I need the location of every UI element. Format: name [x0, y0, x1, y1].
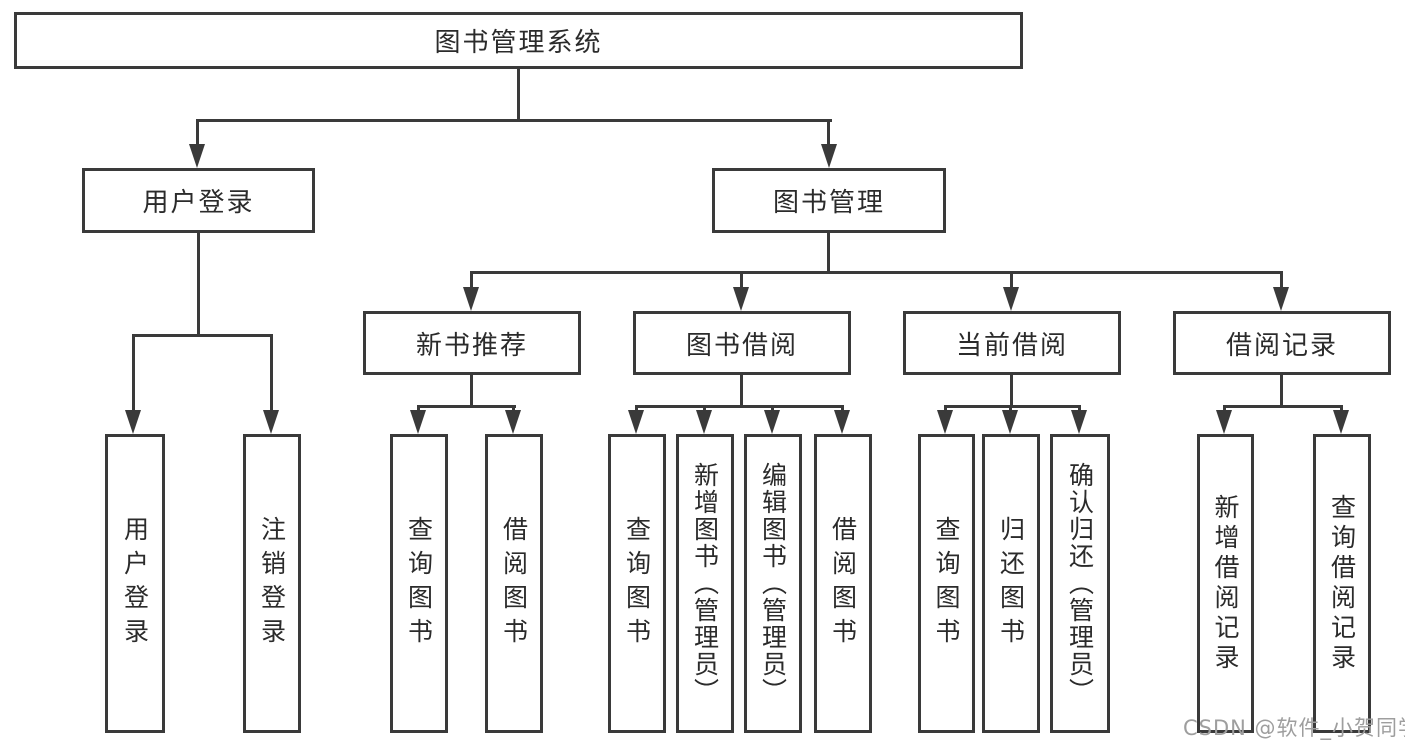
- node-label: 图书借阅: [685, 330, 798, 361]
- node-library-management-system: 图书管理系统: [14, 12, 1023, 69]
- leaf-add-borrow-record: 新增借阅记录: [1197, 434, 1254, 733]
- leaf-confirm-return-admin: 确认归还（管理员）: [1050, 434, 1110, 733]
- arrow-down-icon: [263, 410, 279, 434]
- leaf-add-books-admin: 新增图书（管理员）: [676, 434, 734, 733]
- node-label: 编辑图书（管理员）: [758, 462, 788, 705]
- node-user-login: 用户登录: [82, 168, 315, 233]
- arrow-down-icon: [1002, 410, 1018, 434]
- leaf-query-books-1: 查询图书: [390, 434, 448, 733]
- node-label: 图书管理: [772, 188, 885, 218]
- connector-line: [827, 119, 830, 149]
- csdn-watermark: CSDN @软件_小贺同学: [1183, 716, 1405, 740]
- node-book-management: 图书管理: [712, 168, 946, 233]
- connector-line: [470, 271, 473, 291]
- leaf-query-books-2: 查询图书: [608, 434, 666, 733]
- connector-line: [417, 405, 516, 408]
- connector-line: [1280, 374, 1283, 407]
- arrow-down-icon: [764, 410, 780, 434]
- leaf-edit-books-admin: 编辑图书（管理员）: [744, 434, 802, 733]
- connector-line: [517, 68, 520, 121]
- connector-line: [1010, 374, 1013, 407]
- connector-line: [740, 271, 743, 291]
- connector-line: [270, 334, 273, 414]
- node-label: 用户登录: [120, 515, 150, 652]
- node-current-borrowing: 当前借阅: [903, 311, 1121, 375]
- arrow-down-icon: [628, 410, 644, 434]
- node-label: 借阅记录: [1225, 330, 1338, 361]
- arrow-down-icon: [834, 410, 850, 434]
- node-label: 查询借阅记录: [1327, 493, 1357, 674]
- node-label: 查询图书: [932, 515, 961, 652]
- arrow-down-icon: [410, 410, 426, 434]
- node-label: 借阅图书: [499, 515, 529, 652]
- node-label: 借阅图书: [828, 515, 858, 652]
- connector-line: [132, 334, 273, 337]
- leaf-borrow-books-1: 借阅图书: [485, 434, 543, 733]
- node-label: 查询图书: [622, 515, 652, 652]
- arrow-down-icon: [1273, 287, 1289, 311]
- connector-line: [1010, 271, 1013, 291]
- arrow-down-icon: [1071, 410, 1087, 434]
- connector-line: [944, 405, 1081, 408]
- arrow-down-icon: [125, 410, 141, 434]
- arrow-down-icon: [463, 287, 479, 311]
- arrow-down-icon: [1216, 410, 1232, 434]
- node-label: 注销登录: [257, 515, 287, 652]
- node-label: 用户登录: [142, 188, 255, 218]
- node-borrowing-records: 借阅记录: [1173, 311, 1391, 375]
- node-new-book-recommend: 新书推荐: [363, 311, 581, 375]
- connector-line: [827, 232, 830, 273]
- node-label: 查询图书: [404, 515, 434, 652]
- arrow-down-icon: [733, 287, 749, 311]
- connector-line: [132, 334, 135, 414]
- arrow-down-icon: [189, 144, 205, 168]
- leaf-logout: 注销登录: [243, 434, 301, 733]
- arrow-down-icon: [821, 144, 837, 168]
- node-label: 新增借阅记录: [1211, 493, 1240, 674]
- leaf-query-books-3: 查询图书: [918, 434, 975, 733]
- leaf-borrow-books-2: 借阅图书: [814, 434, 872, 733]
- node-label: 归还图书: [996, 515, 1026, 652]
- node-book-borrowing: 图书借阅: [633, 311, 851, 375]
- leaf-user-login: 用户登录: [105, 434, 165, 733]
- arrow-down-icon: [1333, 410, 1349, 434]
- connector-line: [196, 119, 199, 149]
- arrow-down-icon: [696, 410, 712, 434]
- leaf-return-books: 归还图书: [982, 434, 1040, 733]
- connector-line: [1223, 405, 1343, 408]
- connector-line: [197, 232, 200, 336]
- connector-line: [196, 119, 832, 122]
- connector-line: [635, 405, 844, 408]
- node-label: 新书推荐: [415, 330, 528, 361]
- arrow-down-icon: [937, 410, 953, 434]
- arrow-down-icon: [505, 410, 521, 434]
- connector-line: [470, 374, 473, 407]
- node-label: 当前借阅: [955, 330, 1068, 361]
- node-label: 确认归还（管理员）: [1065, 462, 1095, 705]
- leaf-query-borrow-record: 查询借阅记录: [1313, 434, 1371, 733]
- connector-line: [740, 374, 743, 407]
- node-label: 新增图书（管理员）: [690, 462, 720, 705]
- node-label: 图书管理系统: [434, 28, 603, 58]
- arrow-down-icon: [1003, 287, 1019, 311]
- connector-line: [470, 271, 1283, 274]
- connector-line: [1280, 271, 1283, 291]
